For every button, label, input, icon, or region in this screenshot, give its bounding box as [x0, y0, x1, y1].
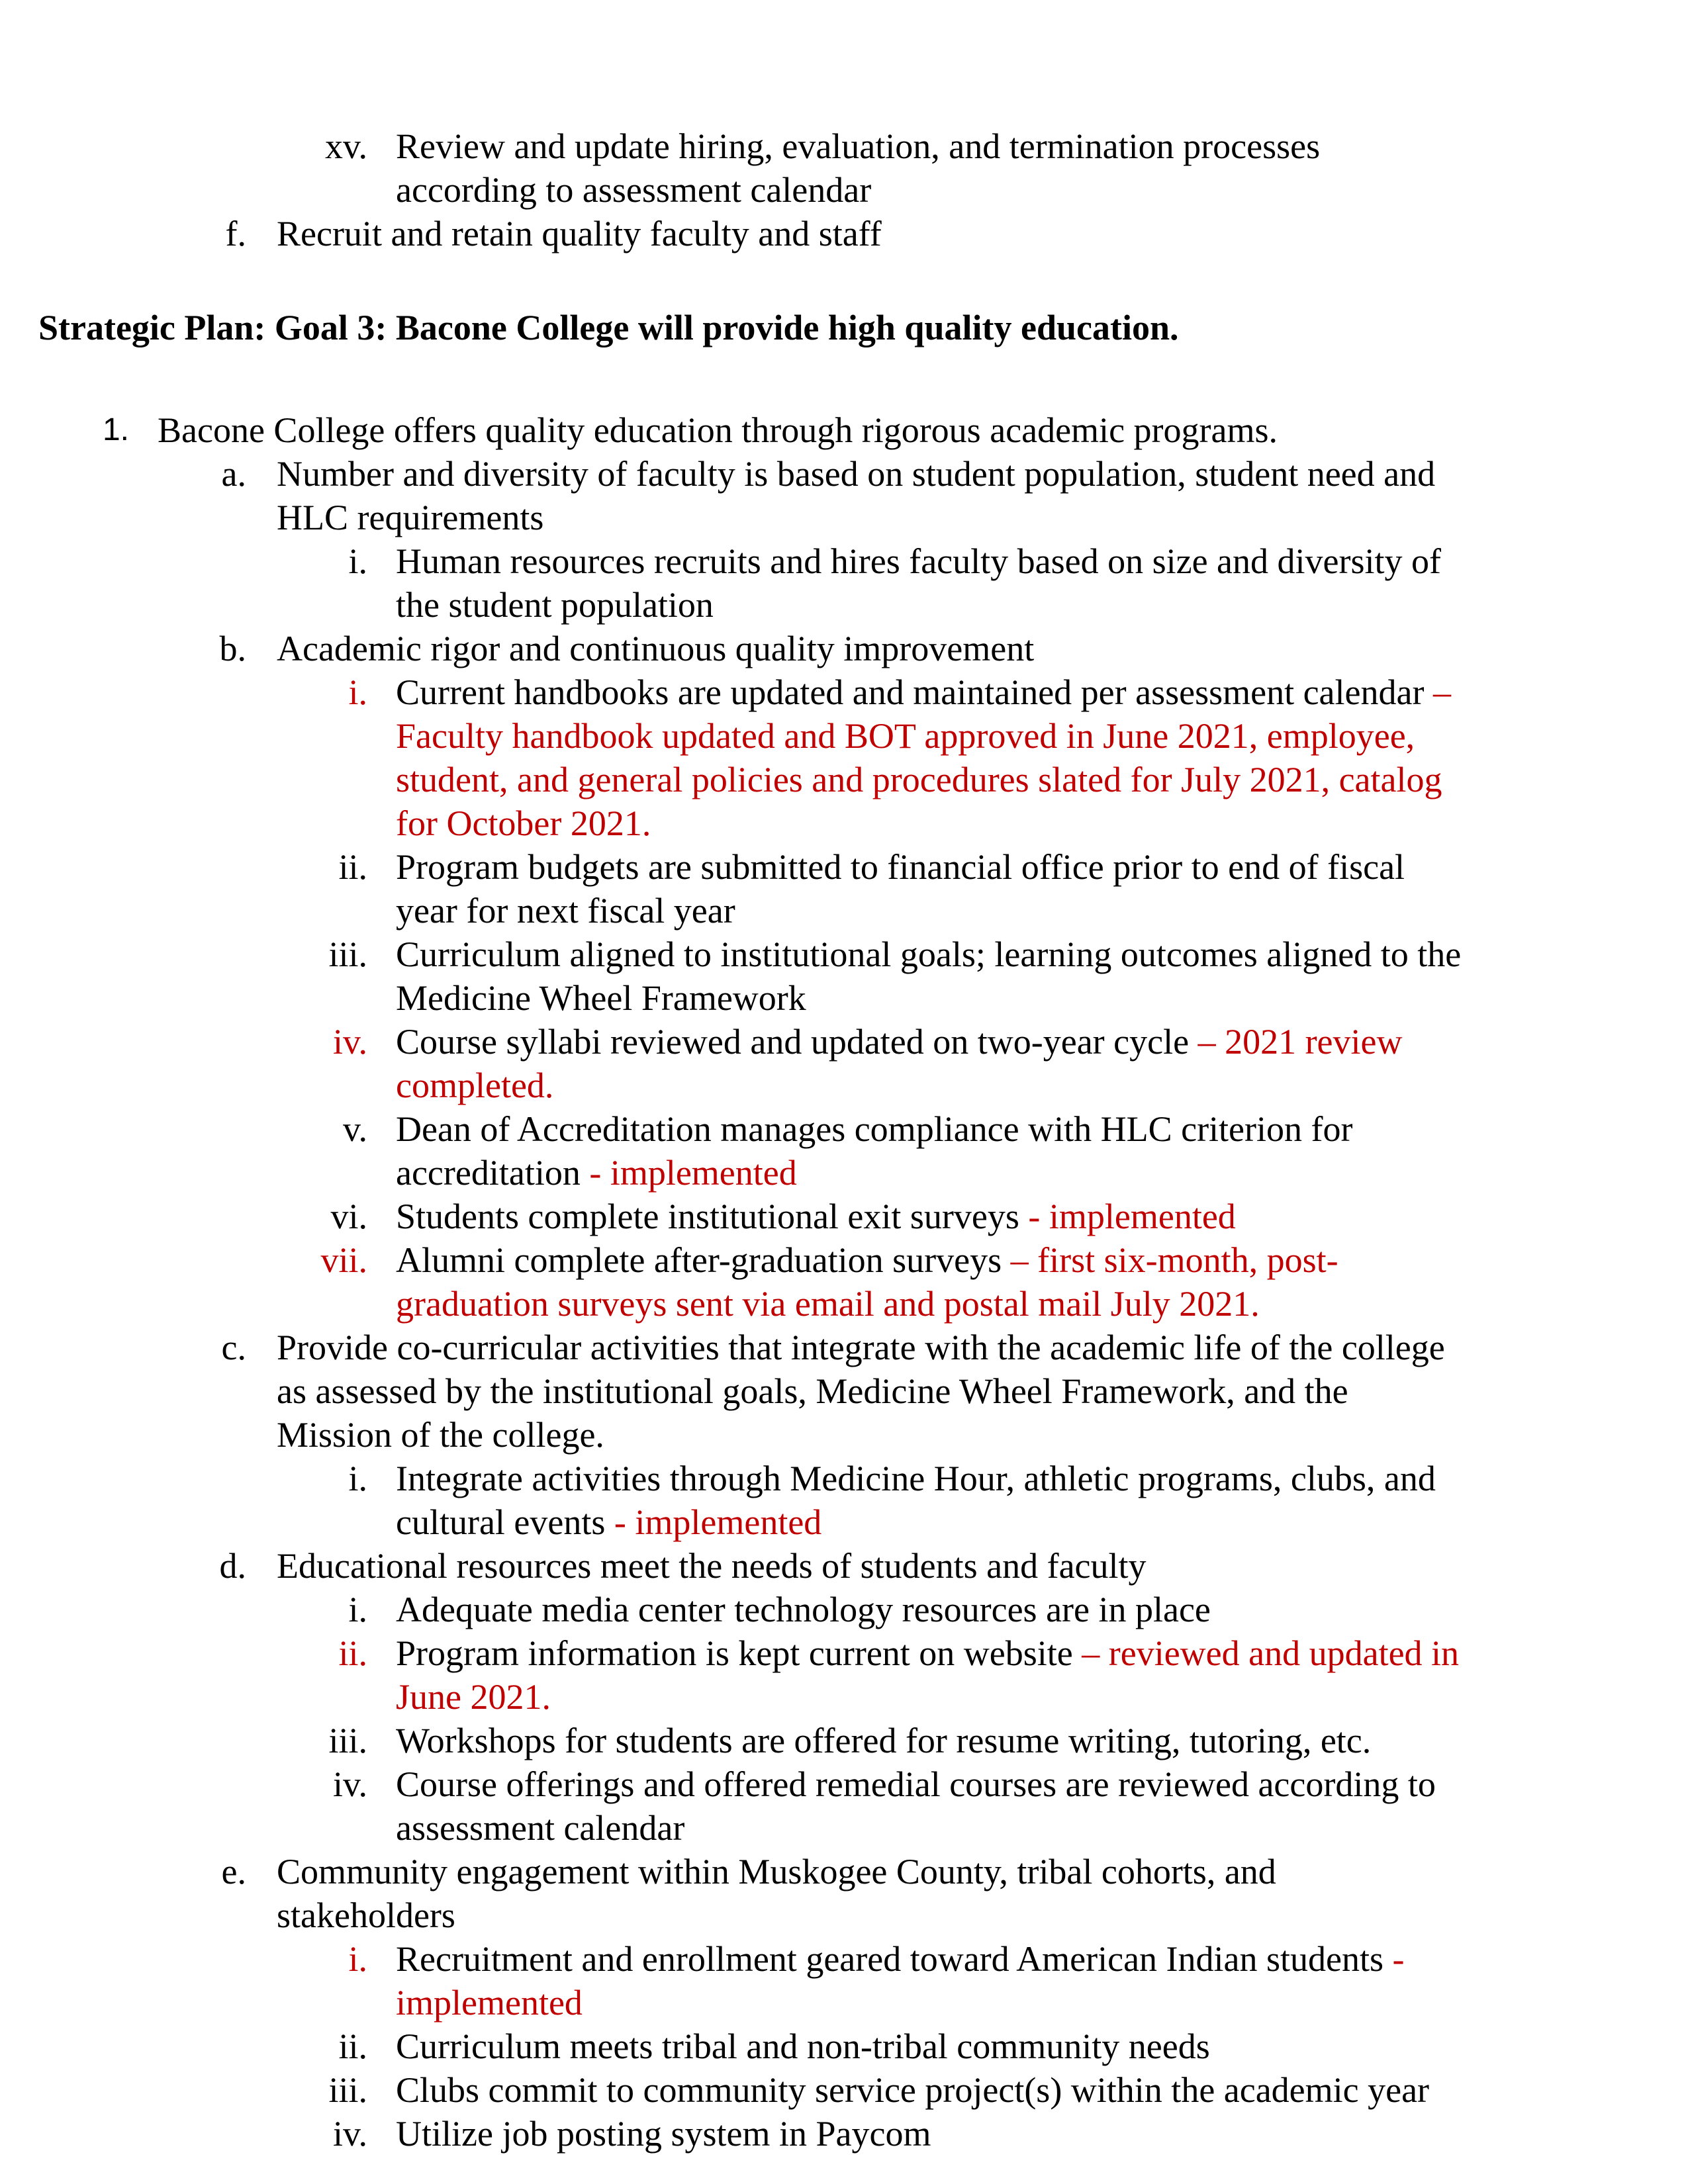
item-c-i-line-2: cultural events - implemented — [396, 1500, 821, 1544]
item-c-i-text-2: cultural events — [396, 1502, 606, 1542]
item-b-v-text-2: accreditation — [396, 1153, 581, 1193]
item-d-ii-line-1: Program information is kept current on w… — [396, 1631, 1459, 1675]
item-b-iv-status-2: completed. — [396, 1066, 554, 1105]
list-marker-c-i: i. — [348, 1459, 367, 1498]
list-marker-e-ii: ii. — [338, 2026, 367, 2066]
list-marker-b-v: v. — [343, 1109, 367, 1149]
list-marker-c: c. — [221, 1328, 246, 1367]
item-e-i-status-1: - — [1383, 1939, 1405, 1979]
item-b-vii-status-2: graduation surveys sent via email and po… — [396, 1284, 1260, 1324]
list-marker-d-ii: ii. — [338, 1633, 367, 1673]
item-b-i-status-dash: – — [1424, 672, 1451, 712]
item-b-i-status-line-3: for October 2021. — [396, 803, 651, 843]
item-b-iv-status-1: – 2021 review — [1189, 1022, 1403, 1062]
list-marker-e-iv: iv. — [333, 2114, 367, 2154]
item-b-v-line-1: Dean of Accreditation manages compliance… — [396, 1109, 1353, 1149]
item-d-ii-text: Program information is kept current on w… — [396, 1633, 1073, 1673]
item-b-vii-line-1: Alumni complete after-graduation surveys… — [396, 1238, 1338, 1282]
item-e-i-text: Recruitment and enrollment geared toward… — [396, 1939, 1384, 1979]
list-marker-xv: xv. — [325, 126, 367, 166]
list-marker-1: 1. — [102, 412, 129, 447]
list-marker-e: e. — [221, 1852, 246, 1891]
item-d-ii-status-2: June 2021. — [396, 1677, 551, 1717]
item-b-v-line-2: accreditation - implemented — [396, 1151, 797, 1195]
item-e-i-line-1: Recruitment and enrollment geared toward… — [396, 1937, 1405, 1981]
list-marker-a-i: i. — [348, 541, 367, 581]
item-b-i-status-line-2: student, and general policies and proced… — [396, 760, 1442, 799]
list-marker-e-iii: iii. — [328, 2070, 367, 2110]
item-d-iii-text: Workshops for students are offered for r… — [396, 1721, 1372, 1760]
list-marker-d-iv: iv. — [333, 1764, 367, 1804]
item-e-line-1: Community engagement within Muskogee Cou… — [277, 1852, 1276, 1891]
item-d-i-text: Adequate media center technology resourc… — [396, 1590, 1211, 1629]
item-b-vii-status-1: – first six-month, post- — [1002, 1240, 1338, 1280]
list-marker-b: b. — [219, 629, 247, 668]
item-b-i-line-1: Current handbooks are updated and mainta… — [396, 670, 1451, 714]
item-b-i-status-line-1: Faculty handbook updated and BOT approve… — [396, 716, 1415, 756]
list-marker-b-ii: ii. — [338, 847, 367, 887]
item-a-i-line-2: the student population — [396, 585, 714, 625]
item-e-line-2: stakeholders — [277, 1895, 455, 1935]
list-marker-b-i: i. — [348, 672, 367, 712]
item-xv-line-1: Review and update hiring, evaluation, an… — [396, 126, 1321, 166]
item-e-i-status-2: implemented — [396, 1983, 583, 2023]
item-e-iv-text: Utilize job posting system in Paycom — [396, 2114, 931, 2154]
item-b-vi-text: Students complete institutional exit sur… — [396, 1197, 1019, 1236]
item-e-iii-text: Clubs commit to community service projec… — [396, 2070, 1430, 2110]
goal-heading: Strategic Plan: Goal 3: Bacone College w… — [38, 308, 1179, 347]
list-marker-d: d. — [219, 1546, 247, 1586]
item-c-line-3: Mission of the college. — [277, 1415, 604, 1455]
item-b-vi-status: - implemented — [1019, 1197, 1236, 1236]
item-d-iv-line-2: assessment calendar — [396, 1808, 685, 1848]
item-c-i-status: - implemented — [605, 1502, 822, 1542]
item-d-iv-line-1: Course offerings and offered remedial co… — [396, 1764, 1436, 1804]
list-marker-b-iii: iii. — [328, 934, 367, 974]
item-f-text: Recruit and retain quality faculty and s… — [277, 214, 882, 253]
item-b-vi-line-1: Students complete institutional exit sur… — [396, 1195, 1236, 1238]
item-b-text: Academic rigor and continuous quality im… — [277, 629, 1035, 668]
list-marker-d-i: i. — [348, 1590, 367, 1629]
list-marker-b-iv: iv. — [333, 1022, 367, 1062]
item-b-iii-line-1: Curriculum aligned to institutional goal… — [396, 934, 1462, 974]
list-marker-b-vi: vi. — [330, 1197, 367, 1236]
item-a-line-2: HLC requirements — [277, 498, 544, 537]
item-b-ii-line-1: Program budgets are submitted to financi… — [396, 847, 1405, 887]
list-marker-d-iii: iii. — [328, 1721, 367, 1760]
list-marker-b-vii: vii. — [320, 1240, 367, 1280]
item-a-i-line-1: Human resources recruits and hires facul… — [396, 541, 1441, 581]
list-marker-f: f. — [225, 214, 246, 253]
item-c-line-1: Provide co-curricular activities that in… — [277, 1328, 1445, 1367]
item-b-iv-line-1: Course syllabi reviewed and updated on t… — [396, 1020, 1403, 1064]
item-b-iii-line-2: Medicine Wheel Framework — [396, 978, 806, 1018]
item-a-line-1: Number and diversity of faculty is based… — [277, 454, 1436, 494]
item-d-text: Educational resources meet the needs of … — [277, 1546, 1147, 1586]
item-b-v-status: - implemented — [580, 1153, 797, 1193]
item-b-ii-line-2: year for next fiscal year — [396, 891, 735, 931]
item-xv-line-2: according to assessment calendar — [396, 170, 872, 210]
item-b-i-text: Current handbooks are updated and mainta… — [396, 672, 1425, 712]
item-d-ii-status-1: – reviewed and updated in — [1072, 1633, 1460, 1673]
item-c-i-line-1: Integrate activities through Medicine Ho… — [396, 1459, 1436, 1498]
list-marker-e-i: i. — [348, 1939, 367, 1979]
item-e-ii-text: Curriculum meets tribal and non-tribal c… — [396, 2026, 1210, 2066]
item-c-line-2: as assessed by the institutional goals, … — [277, 1371, 1348, 1411]
item-b-vii-text: Alumni complete after-graduation surveys — [396, 1240, 1002, 1280]
list-marker-a: a. — [221, 454, 246, 494]
item-b-iv-text: Course syllabi reviewed and updated on t… — [396, 1022, 1190, 1062]
item-1-text: Bacone College offers quality education … — [158, 410, 1278, 450]
